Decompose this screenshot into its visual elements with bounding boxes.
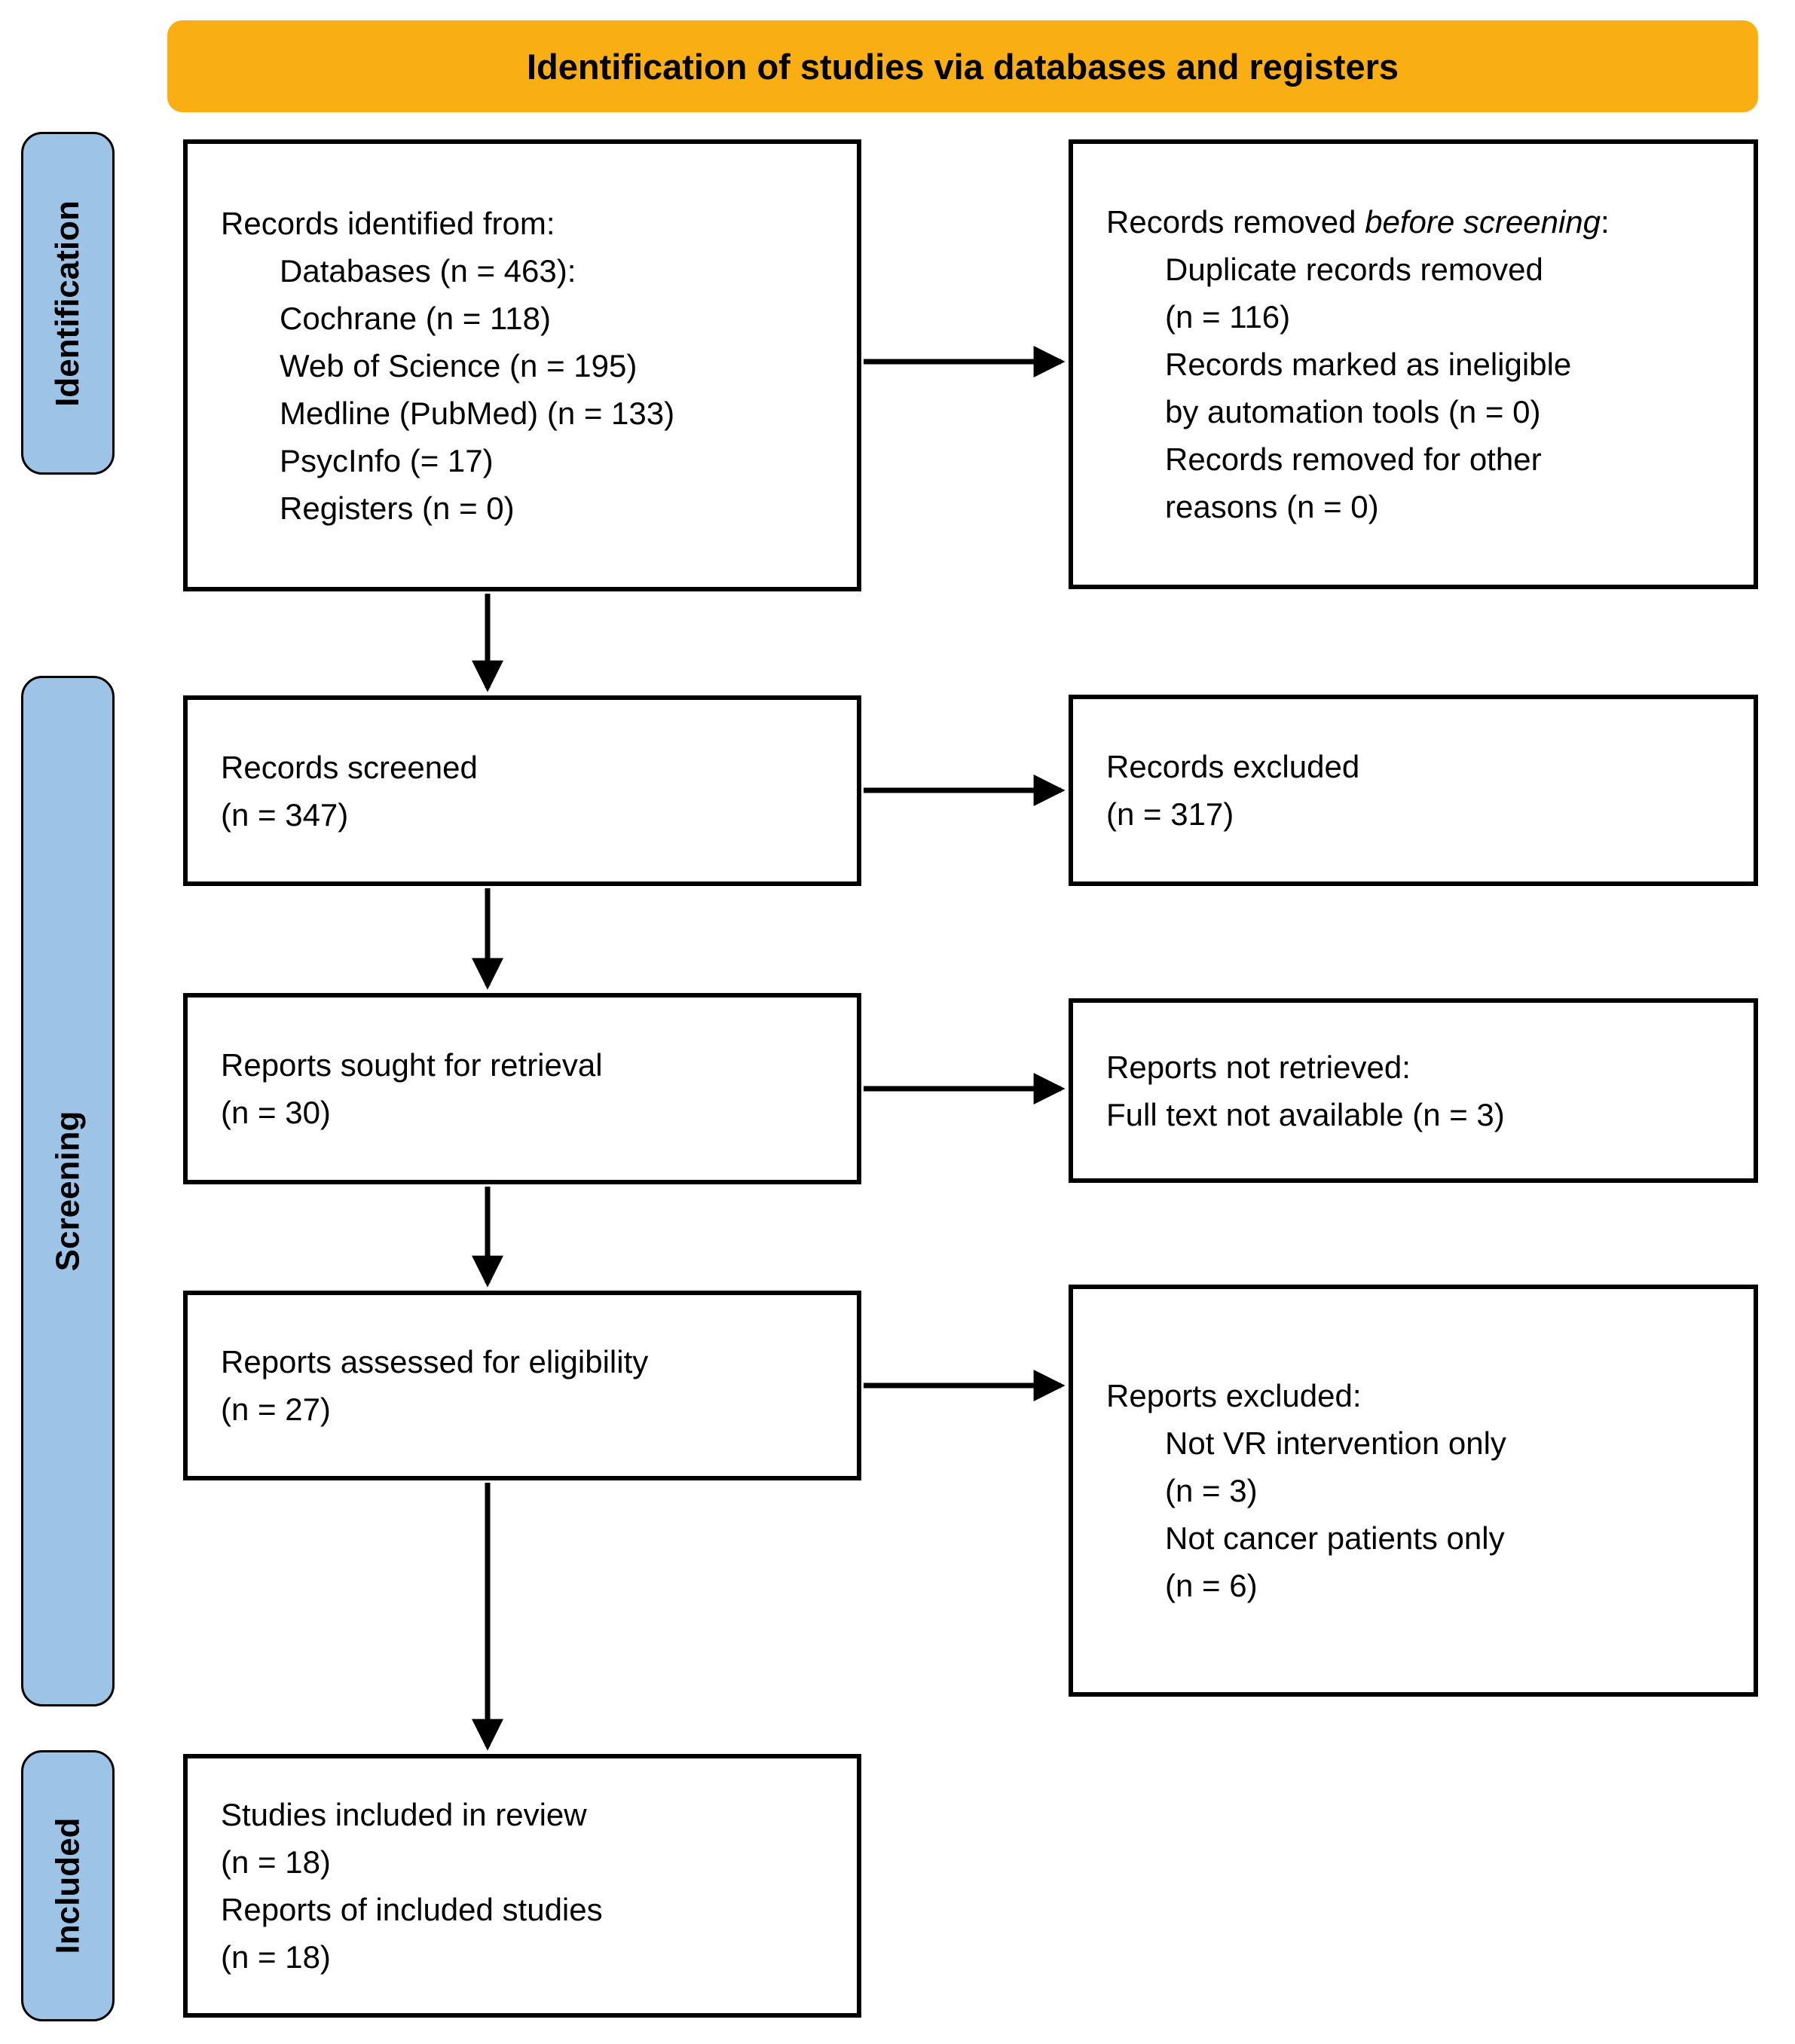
records-identified-item: Web of Science (n = 195): [280, 347, 638, 383]
banner-title: Identification of studies via databases …: [167, 20, 1758, 112]
studies-included-text: Studies included in review (n = 18) Repo…: [221, 1797, 603, 1975]
box-reports-not-retrieved: Reports not retrieved: Full text not ava…: [1069, 998, 1758, 1183]
reports-excluded-item: Not VR intervention only (n = 3): [1165, 1425, 1506, 1508]
stage-bar-included: Included: [21, 1750, 115, 2021]
records-identified-item: PsycInfo (= 17): [280, 442, 494, 478]
stage-label-identification: Identification: [49, 200, 86, 407]
records-identified-item: Databases (n = 463):: [280, 252, 576, 289]
reports-excluded-intro: Reports excluded:: [1106, 1378, 1362, 1413]
records-removed-intro-suffix: :: [1601, 204, 1610, 240]
box-reports-assessed: Reports assessed for eligibility (n = 27…: [183, 1291, 861, 1480]
records-screened-text: Records screened (n = 347): [221, 749, 478, 833]
records-identified-item: Medline (PubMed) (n = 133): [280, 395, 675, 431]
records-identified-intro: Records identified from:: [221, 205, 555, 241]
records-removed-item: Duplicate records removed (n = 116): [1165, 252, 1543, 335]
records-removed-item: Records removed for other reasons (n = 0…: [1165, 441, 1542, 524]
box-records-removed: Records removed before screening: Duplic…: [1069, 139, 1758, 589]
stage-bar-screening: Screening: [21, 676, 115, 1706]
box-studies-included: Studies included in review (n = 18) Repo…: [183, 1754, 861, 2018]
records-removed-intro-italic: before screening: [1365, 204, 1601, 240]
box-reports-excluded: Reports excluded: Not VR intervention on…: [1069, 1285, 1758, 1697]
box-reports-sought: Reports sought for retrieval (n = 30): [183, 993, 861, 1184]
reports-not-retrieved-text: Reports not retrieved: Full text not ava…: [1106, 1049, 1505, 1132]
stage-label-included: Included: [49, 1817, 86, 1954]
reports-sought-text: Reports sought for retrieval (n = 30): [221, 1047, 603, 1130]
stage-bar-identification: Identification: [21, 132, 115, 475]
box-records-identified: Records identified from: Databases (n = …: [183, 139, 861, 591]
records-excluded-text: Records excluded (n = 317): [1106, 749, 1360, 832]
box-records-screened: Records screened (n = 347): [183, 695, 861, 886]
records-removed-intro-regular: Records removed: [1106, 204, 1365, 240]
records-identified-item: Registers (n = 0): [280, 490, 515, 526]
records-identified-item: Cochrane (n = 118): [280, 300, 551, 336]
reports-excluded-item: Not cancer patients only (n = 6): [1165, 1520, 1505, 1603]
stage-label-screening: Screening: [49, 1111, 86, 1272]
reports-assessed-text: Reports assessed for eligibility (n = 27…: [221, 1344, 649, 1427]
records-removed-item: Records marked as ineligible by automati…: [1165, 347, 1572, 429]
box-records-excluded: Records excluded (n = 317): [1069, 695, 1758, 886]
records-removed-intro: Records removed before screening:: [1106, 198, 1726, 246]
